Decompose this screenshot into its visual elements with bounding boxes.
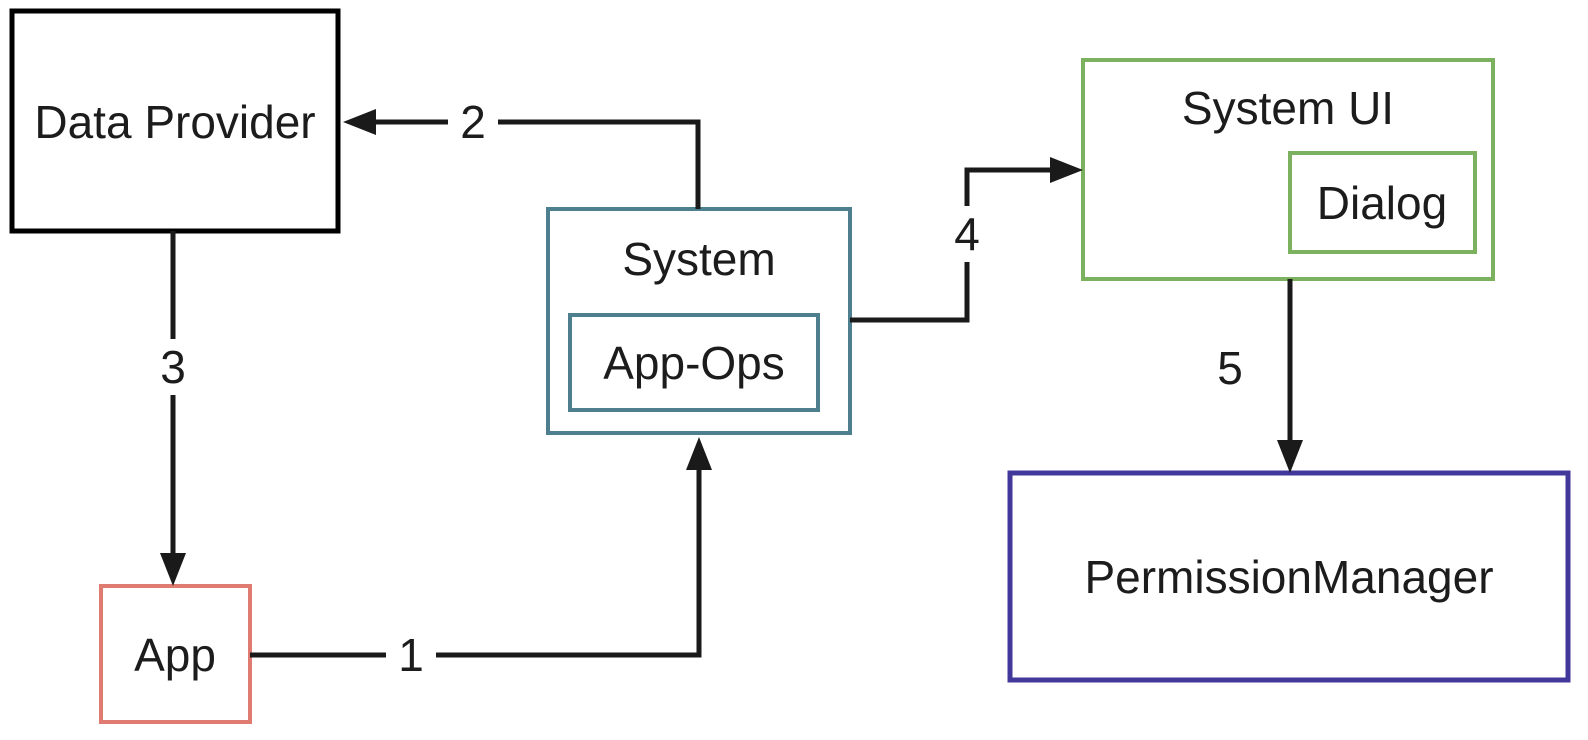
permission-manager-box [1007, 470, 1571, 683]
system-ui-label: System UI [1182, 82, 1394, 134]
edge-1-label-bg [386, 628, 436, 682]
edge-system-to-system-ui: 4 [850, 157, 1083, 323]
app-ops-box [568, 313, 820, 412]
edge-3-arrowhead-down-icon [160, 553, 186, 586]
edge-4-label: 4 [954, 208, 980, 260]
node-permission-manager: PermissionManager [1007, 470, 1571, 683]
edge-app-to-system: 1 [250, 437, 712, 682]
edge-1-arrowhead-up-icon [686, 437, 712, 470]
node-system-ui: System UI Dialog [1081, 58, 1495, 281]
edge-1-label: 1 [398, 629, 424, 681]
permission-manager-label: PermissionManager [1084, 551, 1493, 603]
edge-5-label: 5 [1217, 342, 1243, 394]
edge-2-line [374, 119, 701, 209]
edge-4-label-bg [942, 206, 992, 262]
edge-3-label-bg [147, 339, 199, 395]
node-app: App [99, 584, 252, 724]
dialog-label: Dialog [1317, 177, 1447, 229]
edge-1-line [250, 468, 702, 658]
node-system: System App-Ops [546, 207, 852, 435]
edge-2-label-bg [448, 95, 498, 149]
app-box [99, 584, 252, 724]
app-ops-label: App-Ops [603, 337, 785, 389]
data-provider-box [9, 8, 341, 234]
edge-2-label: 2 [460, 96, 486, 148]
app-label: App [134, 629, 216, 681]
edge-3-label: 3 [160, 341, 186, 393]
edge-system-to-data-provider: 2 [343, 95, 701, 209]
dialog-box [1288, 151, 1477, 254]
system-label: System [622, 233, 775, 285]
node-data-provider: Data Provider [9, 8, 341, 234]
edge-4-arrowhead-right-icon [1050, 157, 1083, 183]
edge-5-arrowhead-down-icon [1277, 440, 1303, 473]
edge-data-provider-to-app: 3 [147, 231, 199, 586]
data-provider-label: Data Provider [34, 96, 315, 148]
edge-2-arrowhead-left-icon [343, 109, 376, 135]
edge-system-ui-to-permission-manager: 5 [1217, 279, 1303, 473]
